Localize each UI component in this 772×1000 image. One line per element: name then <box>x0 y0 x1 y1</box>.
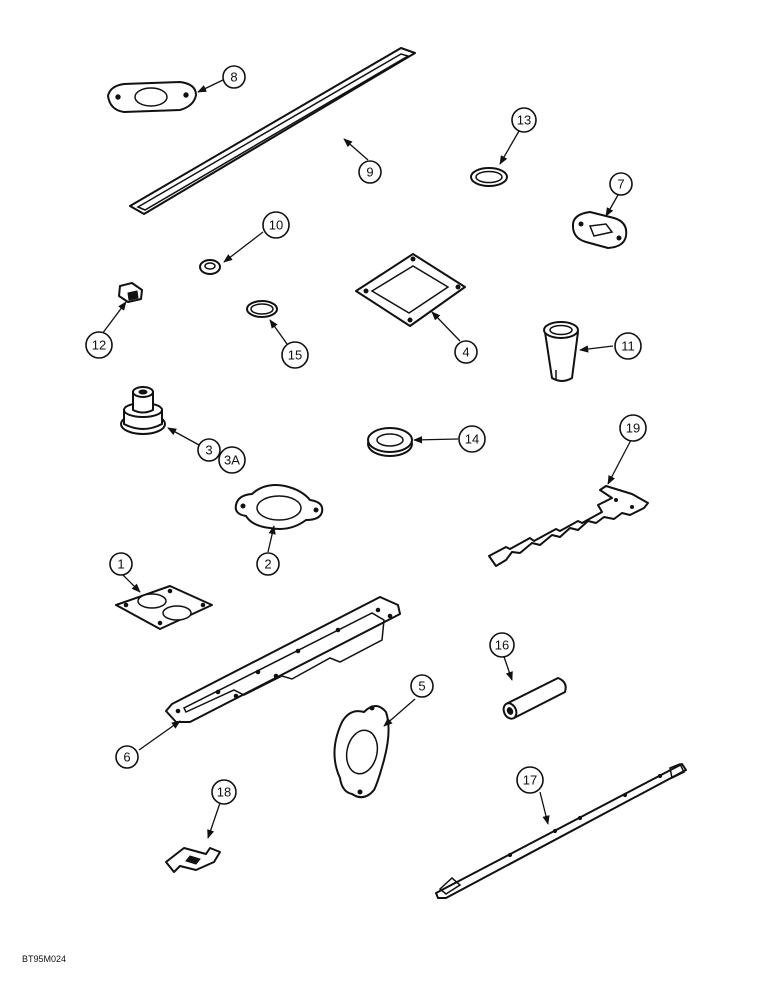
callout-11-label: 11 <box>621 339 635 354</box>
part-13-o-ring <box>470 167 508 187</box>
callout-14: 14 <box>458 425 486 453</box>
leader-1 <box>122 574 141 593</box>
callout-11: 11 <box>614 332 642 360</box>
part-18-bracket <box>165 847 221 873</box>
callout-19-label: 19 <box>626 421 640 436</box>
leader-13 <box>499 130 520 165</box>
callout-5: 5 <box>410 674 434 698</box>
part-5-oval-gasket <box>333 705 390 799</box>
part-17-channel-strip <box>435 763 687 899</box>
leader-5 <box>383 698 416 727</box>
leader-9 <box>343 138 369 161</box>
part-2-oval-gasket <box>234 484 324 530</box>
callout-15-label: 15 <box>288 348 302 363</box>
leader-3 <box>167 427 200 446</box>
callout-16-label: 16 <box>495 638 509 653</box>
callout-18-label: 18 <box>217 785 231 800</box>
callout-4-label: 4 <box>462 345 469 360</box>
leader-17 <box>539 791 550 825</box>
callout-3-label: 3 <box>205 443 212 458</box>
leader-4 <box>431 311 461 342</box>
part-9-long-frame-gasket <box>129 47 416 215</box>
callout-3: 3 <box>197 438 221 462</box>
callout-13-label: 13 <box>517 113 531 128</box>
part-6-long-gasket <box>165 596 401 723</box>
part-15-o-ring <box>246 300 278 318</box>
part-7-port-gasket <box>571 211 628 249</box>
leader-7 <box>605 194 619 217</box>
callout-1: 1 <box>109 552 133 576</box>
part-11-sleeve <box>543 321 579 382</box>
callout-12-label: 12 <box>92 338 106 353</box>
callout-7-label: 7 <box>617 177 624 192</box>
callout-9: 9 <box>358 160 382 184</box>
part-16-roll-pin <box>502 677 567 720</box>
leader-11 <box>579 345 614 353</box>
callout-8-label: 8 <box>230 70 237 85</box>
part-3-stepped-plug <box>120 386 166 435</box>
callout-17-label: 17 <box>523 773 537 788</box>
callout-10: 10 <box>262 211 290 239</box>
leader-8 <box>197 79 224 93</box>
callout-6: 6 <box>115 745 139 769</box>
figure-code: BT95M024 <box>22 954 66 964</box>
callout-9-label: 9 <box>366 165 373 180</box>
callout-13: 13 <box>511 107 537 133</box>
leader-19 <box>607 439 632 485</box>
callout-18: 18 <box>211 779 237 805</box>
leader-6 <box>138 720 181 751</box>
callout-14-label: 14 <box>465 432 479 447</box>
part-12-clip <box>118 282 143 303</box>
part-4-square-gasket <box>355 253 466 327</box>
callout-19: 19 <box>619 414 647 442</box>
leader-14 <box>413 436 459 444</box>
callout-15: 15 <box>281 341 309 369</box>
callout-7: 7 <box>609 172 633 196</box>
leader-10 <box>223 231 264 263</box>
callout-6-label: 6 <box>123 750 130 765</box>
callout-2-label: 2 <box>264 557 271 572</box>
part-14-seal-ring <box>367 427 413 457</box>
leader-12 <box>101 301 127 335</box>
callout-5-label: 5 <box>418 679 425 694</box>
callout-3a-label: 3A <box>224 453 240 468</box>
part-1-twin-bore-gasket <box>115 585 213 630</box>
callout-4: 4 <box>454 340 478 364</box>
part-10-small-seal <box>199 259 221 275</box>
leader-lines <box>101 79 632 839</box>
callout-3a: 3A <box>218 446 246 474</box>
leader-18 <box>207 802 221 839</box>
callout-16: 16 <box>489 632 515 658</box>
part-19-plate-gasket <box>488 485 649 567</box>
callout-12: 12 <box>85 331 113 359</box>
callout-8: 8 <box>222 65 246 89</box>
part-8-flange-gasket <box>107 81 197 113</box>
callout-2: 2 <box>256 552 280 576</box>
leader-15 <box>269 319 288 345</box>
callout-10-label: 10 <box>269 218 283 233</box>
callout-17: 17 <box>516 766 544 794</box>
callout-1-label: 1 <box>117 557 124 572</box>
leader-2 <box>267 525 276 553</box>
